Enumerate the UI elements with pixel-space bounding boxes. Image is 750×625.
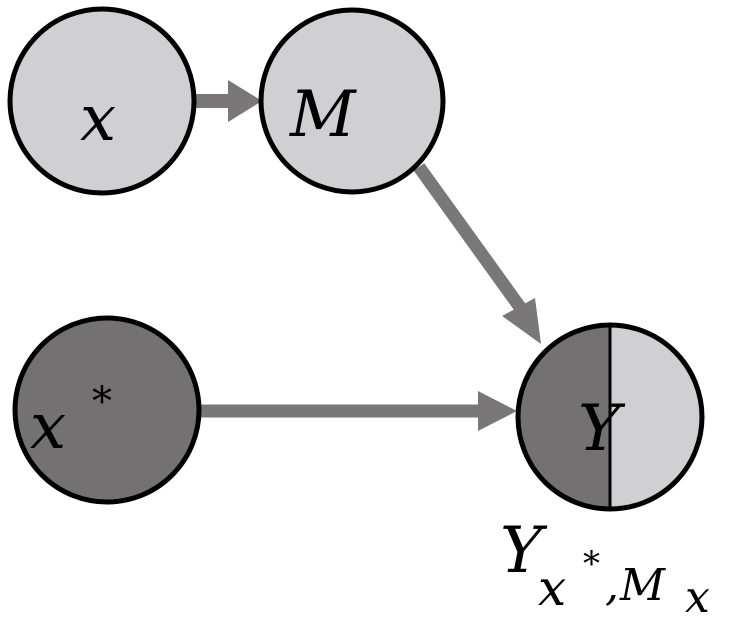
edge-m-to-y — [413, 163, 541, 344]
node-m-label: M — [289, 78, 357, 152]
node-x-star-superscript: * — [92, 379, 112, 425]
counterfactual-label: Y x * , M x — [500, 514, 710, 623]
node-x-star: x * — [12, 315, 202, 505]
node-y: Y — [515, 322, 705, 512]
edge-xstar-to-y — [200, 391, 517, 431]
node-x-star-label: x — [30, 390, 66, 464]
node-m: M — [258, 7, 446, 195]
node-x-label: x — [80, 82, 116, 156]
counterfactual-sub-x: x — [538, 559, 566, 617]
edge-x-to-m — [195, 80, 262, 122]
counterfactual-sub-star: * — [583, 544, 600, 584]
counterfactual-sub-m: M — [619, 560, 666, 611]
node-x: x — [7, 6, 197, 196]
counterfactual-main: Y — [500, 514, 548, 588]
counterfactual-sub-m-sub: x — [685, 572, 710, 623]
node-y-label: Y — [578, 392, 626, 466]
counterfactual-sub-comma: , — [605, 560, 619, 611]
